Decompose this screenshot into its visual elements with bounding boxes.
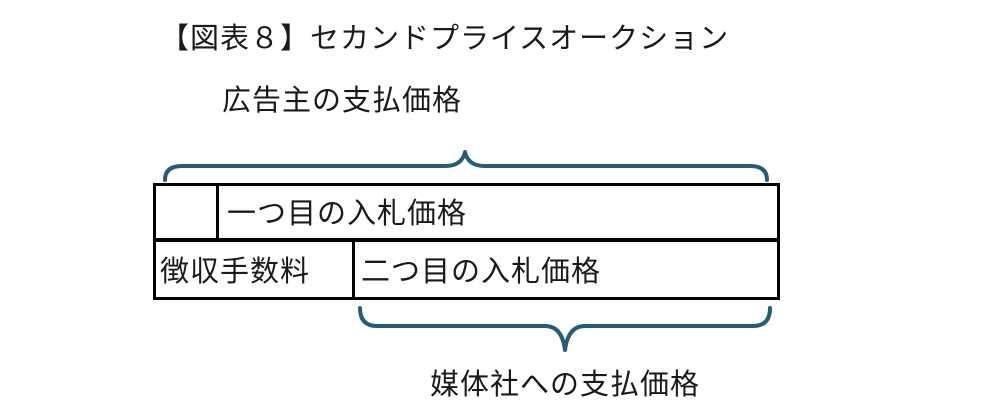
- first-bid-text: 一つ目の入札価格: [227, 196, 468, 230]
- fee-text: 徴収手数料: [160, 254, 311, 288]
- media-brace: [358, 306, 772, 352]
- advertiser-brace: [163, 150, 769, 182]
- first-bid-cell: 一つ目の入札価格: [216, 183, 780, 241]
- media-payment-label: 媒体社への支払価格: [430, 367, 701, 401]
- second-bid-cell: 二つ目の入札価格: [352, 239, 780, 300]
- fee-cell: 徴収手数料: [153, 239, 355, 300]
- advertiser-payment-label: 広告主の支払価格: [222, 83, 463, 117]
- figure-title: 【図表８】セカンドプライスオークション: [160, 21, 730, 55]
- second-bid-text: 二つ目の入札価格: [361, 254, 602, 288]
- empty-cell: [153, 183, 219, 241]
